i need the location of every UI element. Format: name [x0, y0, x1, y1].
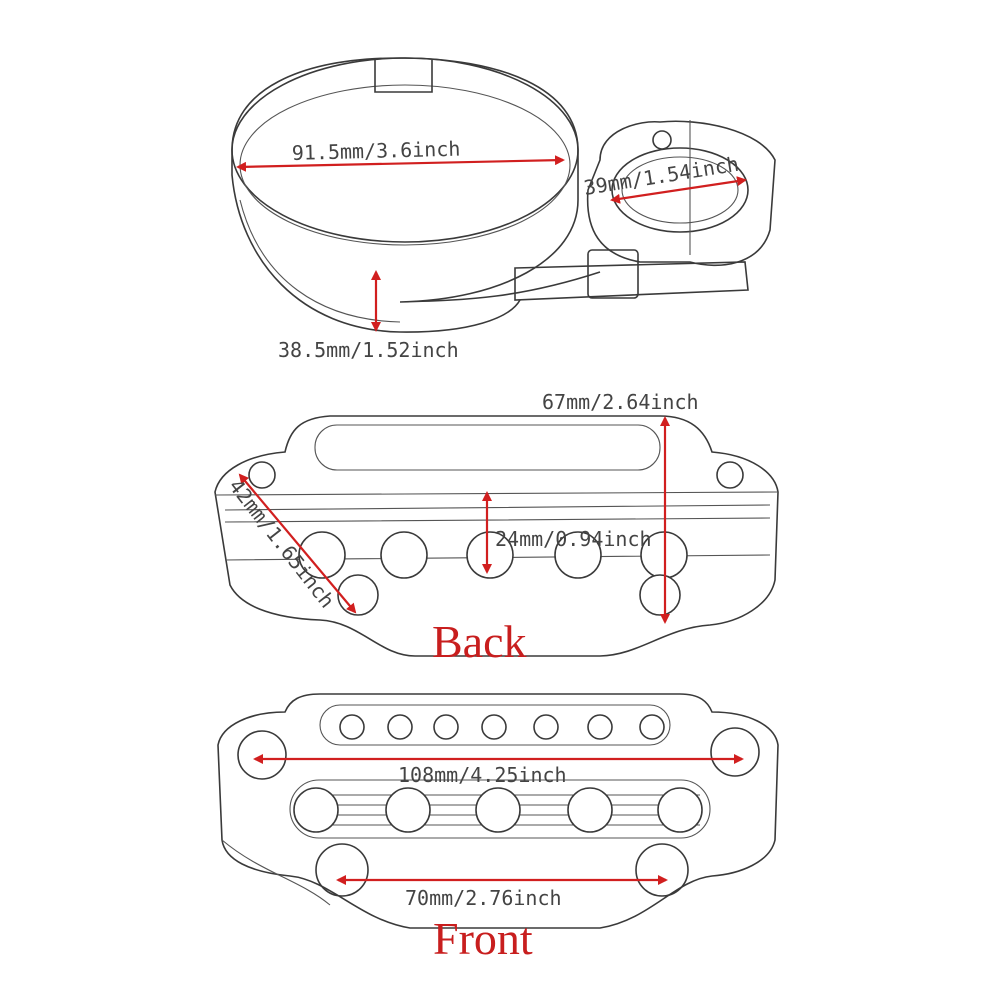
- arrow-slot-width: [238, 473, 357, 614]
- dimension-arrows: [236, 155, 747, 885]
- bracket-front-view: [217, 693, 779, 929]
- label-ring-diameter: 91.5mm/3.6inch: [292, 137, 461, 165]
- label-bracket-height: 67mm/2.64inch: [542, 390, 699, 414]
- label-ring-height: 38.5mm/1.52inch: [278, 338, 459, 362]
- label-front-spacing: 70mm/2.76inch: [405, 886, 562, 910]
- caption-back: Back: [432, 616, 527, 667]
- arrow-clamp-diameter: [610, 176, 747, 204]
- label-bar-height: 24mm/0.94inch: [495, 527, 652, 551]
- ring-clamp-part: [231, 57, 776, 333]
- label-front-width: 108mm/4.25inch: [398, 763, 567, 787]
- arrow-ring-diameter: [236, 155, 565, 172]
- caption-front: Front: [433, 913, 533, 964]
